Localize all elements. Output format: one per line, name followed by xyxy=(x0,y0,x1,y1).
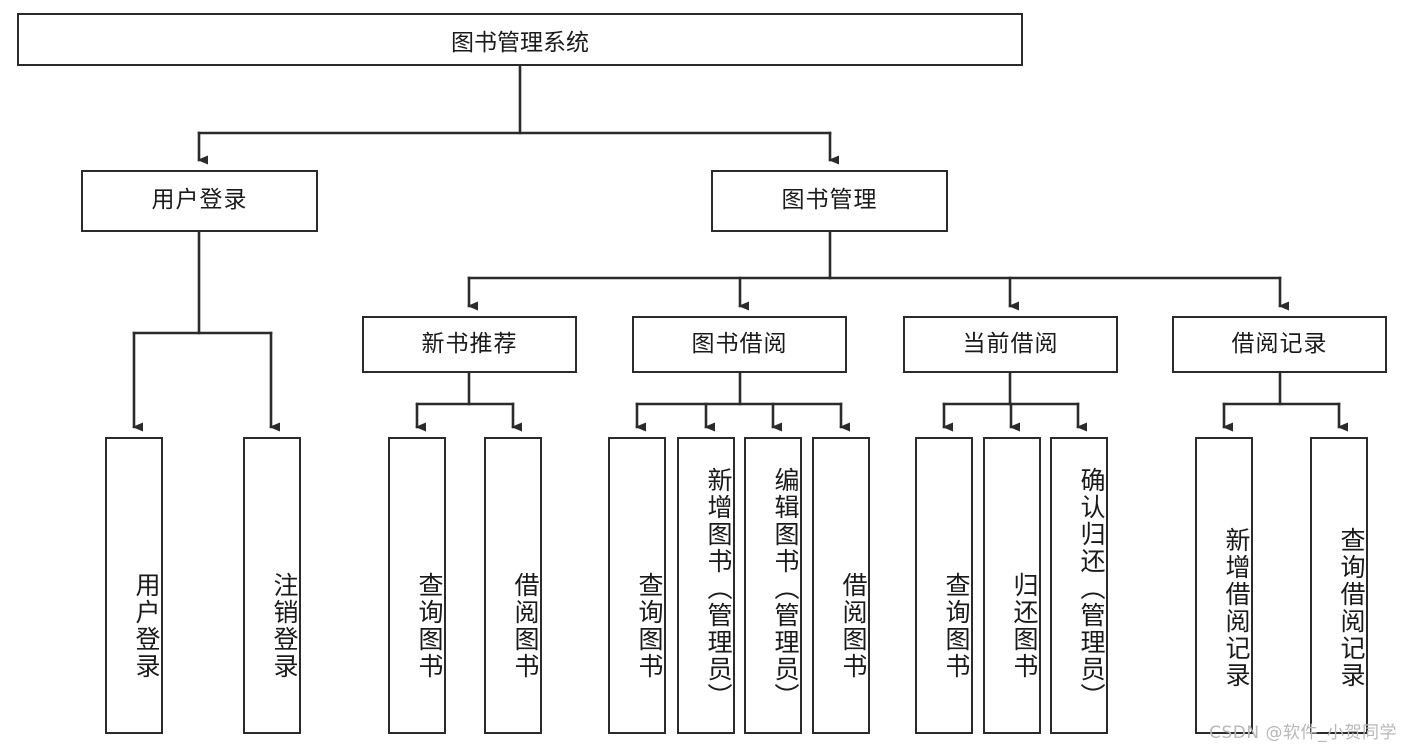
leaf-cb-query-book[interactable]: 查询图书 xyxy=(915,437,973,734)
node-borrow-record[interactable]: 借阅记录 xyxy=(1172,316,1387,373)
node-new-book-recommend-label: 新书推荐 xyxy=(421,330,518,357)
node-book-borrow[interactable]: 图书借阅 xyxy=(632,316,847,373)
leaf-nb-borrow-book-label: 借阅图书 xyxy=(511,571,540,680)
leaf-br-query-record-label: 查询借阅记录 xyxy=(1337,526,1366,689)
leaf-br-query-record[interactable]: 查询借阅记录 xyxy=(1310,437,1368,734)
leaf-cb-query-book-label: 查询图书 xyxy=(942,571,971,680)
leaf-nb-query-book-label: 查询图书 xyxy=(415,571,444,680)
node-root-label: 图书管理系统 xyxy=(451,29,589,56)
leaf-user-login-label: 用户登录 xyxy=(132,571,161,680)
leaf-cb-confirm-return-label: 确认归还（管理员） xyxy=(1077,467,1106,710)
leaf-cb-return-book-label: 归还图书 xyxy=(1010,571,1039,680)
leaf-br-add-record-label: 新增借阅记录 xyxy=(1222,526,1251,689)
leaf-bb-add-book[interactable]: 新增图书（管理员） xyxy=(677,437,735,734)
leaf-bb-borrow-book[interactable]: 借阅图书 xyxy=(812,437,870,734)
node-user-login-label: 用户登录 xyxy=(151,187,248,214)
leaf-logout-label: 注销登录 xyxy=(270,571,299,680)
leaf-br-add-record[interactable]: 新增借阅记录 xyxy=(1195,437,1253,734)
leaf-nb-query-book[interactable]: 查询图书 xyxy=(388,437,446,734)
node-book-manage[interactable]: 图书管理 xyxy=(711,170,948,232)
csdn-watermark: CSDN @软件_小贺同学 xyxy=(1209,723,1397,743)
leaf-nb-borrow-book[interactable]: 借阅图书 xyxy=(484,437,542,734)
node-book-borrow-label: 图书借阅 xyxy=(691,330,788,357)
leaf-cb-return-book[interactable]: 归还图书 xyxy=(983,437,1041,734)
node-new-book-recommend[interactable]: 新书推荐 xyxy=(362,316,577,373)
node-borrow-record-label: 借阅记录 xyxy=(1231,330,1328,357)
leaf-logout[interactable]: 注销登录 xyxy=(243,437,301,734)
node-book-manage-label: 图书管理 xyxy=(781,187,878,214)
leaf-user-login[interactable]: 用户登录 xyxy=(105,437,163,734)
leaf-bb-edit-book[interactable]: 编辑图书（管理员） xyxy=(744,437,802,734)
leaf-bb-query-book[interactable]: 查询图书 xyxy=(608,437,666,734)
leaf-bb-add-book-label: 新增图书（管理员） xyxy=(704,467,733,710)
leaf-bb-borrow-book-label: 借阅图书 xyxy=(839,571,868,680)
node-user-login[interactable]: 用户登录 xyxy=(81,170,318,232)
node-current-borrow-label: 当前借阅 xyxy=(962,330,1059,357)
node-root-system[interactable]: 图书管理系统 xyxy=(17,13,1023,66)
leaf-bb-query-book-label: 查询图书 xyxy=(635,571,664,680)
leaf-bb-edit-book-label: 编辑图书（管理员） xyxy=(771,467,800,710)
leaf-cb-confirm-return[interactable]: 确认归还（管理员） xyxy=(1050,437,1108,734)
node-current-borrow[interactable]: 当前借阅 xyxy=(903,316,1118,373)
